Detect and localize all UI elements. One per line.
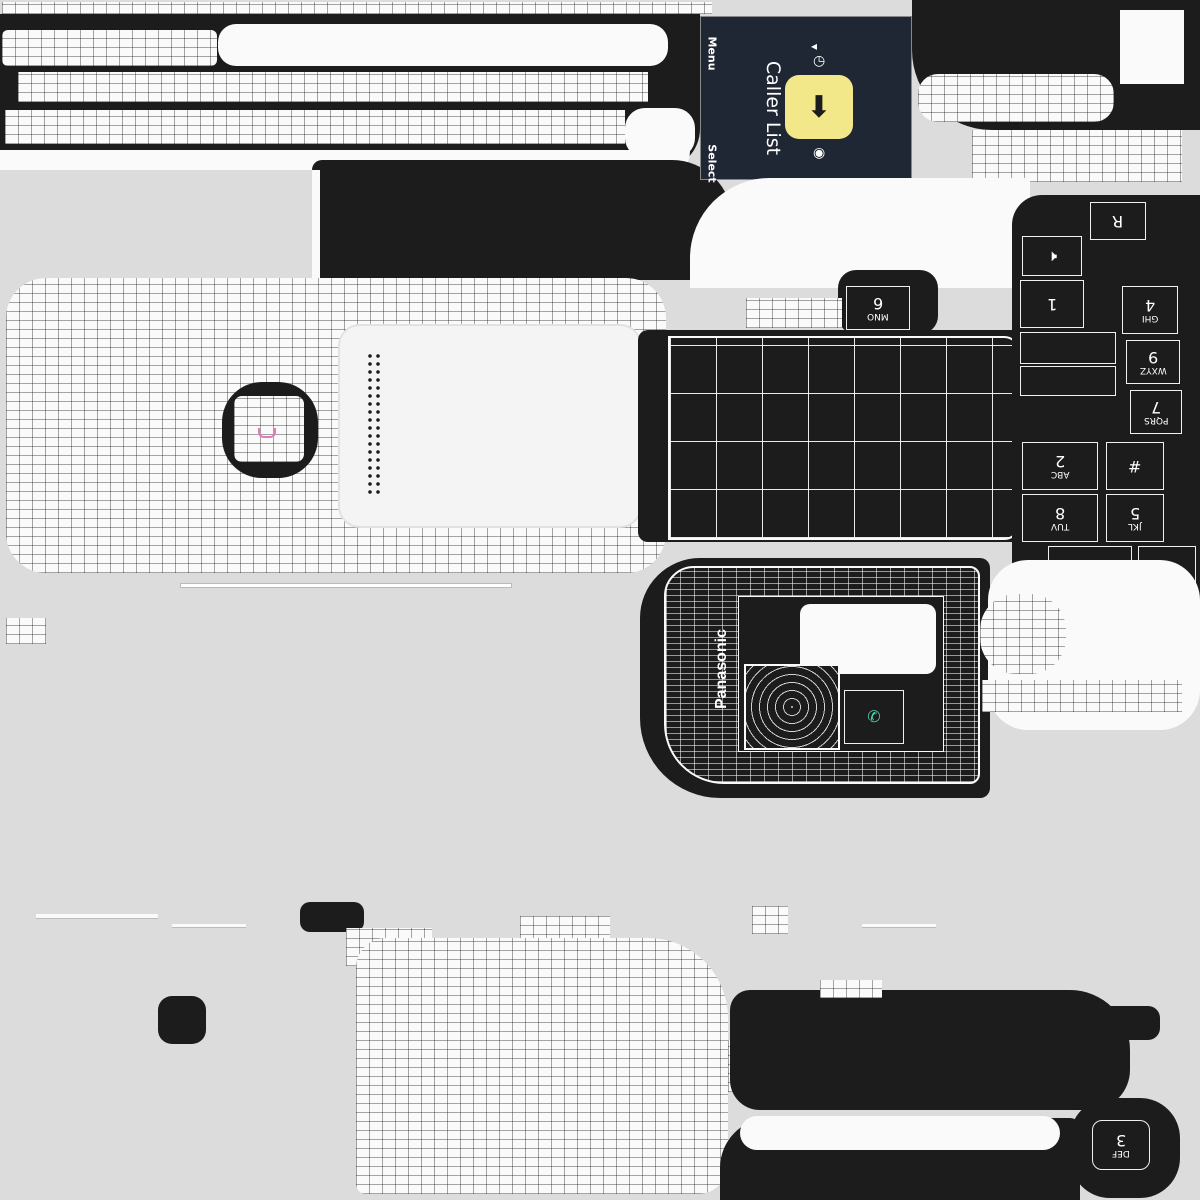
- thin-line-3: [862, 924, 936, 928]
- blank-patch-top: [625, 108, 695, 158]
- small-piece-left: [6, 618, 46, 644]
- clock-icon: ◷: [813, 53, 826, 69]
- clip-piece: [972, 130, 1182, 182]
- thin-line-left: [180, 583, 512, 588]
- small-piece-lower-3: [752, 906, 788, 934]
- small-dark-square: [158, 996, 206, 1044]
- square-outline: [1118, 8, 1186, 86]
- keypad-grid: [668, 336, 1020, 540]
- dark-region-lower-right: [730, 990, 1130, 1110]
- battery-cover-mesh: [356, 938, 728, 1194]
- blank-region-right-upper: [690, 178, 1030, 288]
- softkey-menu-label[interactable]: Menu: [705, 36, 719, 71]
- key-r[interactable]: R: [1090, 202, 1146, 240]
- end-call-icon: [258, 428, 276, 438]
- dark-region-middle: [312, 160, 732, 280]
- caller-list-screen: Menu Select ⬇ Caller List ◂ ◷ ◉: [700, 16, 912, 183]
- thin-line-1: [36, 914, 158, 919]
- speaker-panel: [338, 324, 642, 528]
- blank-strip-top: [218, 24, 668, 66]
- texture-strip-top-3: [18, 72, 648, 102]
- blank-patch-handset: [800, 604, 936, 674]
- round-button-piece: [980, 594, 1066, 674]
- small-dark-piece: [300, 902, 364, 932]
- softkey-select-label[interactable]: Select: [705, 144, 719, 183]
- dark-piece-lower-far: [1098, 1006, 1160, 1040]
- talk-icon: ✆: [867, 707, 881, 726]
- caller-list-icon: ⬇: [785, 75, 853, 139]
- key-hash[interactable]: #: [1106, 442, 1164, 490]
- blank-strip-bottom: [740, 1116, 1060, 1150]
- key-1[interactable]: 1: [1020, 280, 1084, 328]
- key-speaker[interactable]: 🕨: [1022, 236, 1082, 276]
- small-piece-lower-4: [820, 980, 882, 998]
- thin-line-2: [172, 924, 246, 928]
- speaker-icon: 🕨: [1046, 246, 1058, 265]
- small-piece-key6: [746, 298, 842, 328]
- earpiece-piece: [918, 74, 1114, 122]
- speaker-grille: [366, 352, 382, 498]
- earpiece-inner: [234, 396, 304, 462]
- caller-list-title: Caller List: [762, 60, 785, 156]
- arrow-left-icon: ◂: [811, 39, 818, 53]
- nav-bar-2[interactable]: [1020, 366, 1116, 396]
- brand-logo: Panasonic: [713, 628, 731, 710]
- texture-strip-top-4: [5, 110, 625, 144]
- nav-dial[interactable]: [744, 664, 840, 750]
- bg-patch: [0, 170, 312, 280]
- talk-button[interactable]: ✆: [844, 690, 904, 744]
- side-strip-piece: [982, 680, 1182, 712]
- texture-strip-top-2: [2, 30, 217, 66]
- nav-bar-1[interactable]: [1020, 332, 1116, 364]
- texture-strip-top-1: [2, 2, 712, 14]
- signal-icon: ◉: [813, 145, 826, 161]
- key-6[interactable]: 6 MNO: [846, 286, 910, 330]
